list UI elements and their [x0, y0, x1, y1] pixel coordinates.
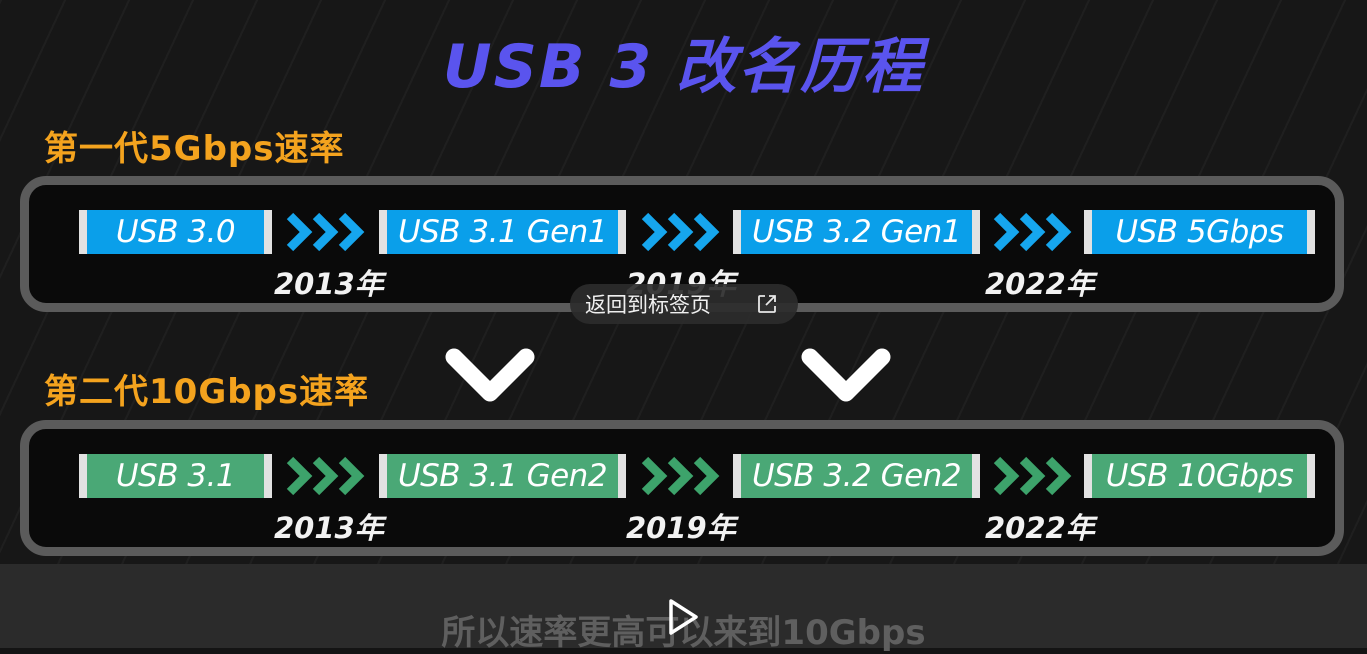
arrow-chevron-icon [1019, 456, 1046, 496]
gen2-panel: USB 3.1 USB 3.1 Gen2 USB 3.2 Gen2 USB 10… [20, 420, 1344, 556]
arrow-chevron-icon [1045, 456, 1072, 496]
arrow-chevron-icon [286, 456, 313, 496]
gen2-arrows-3-icon [993, 456, 1072, 496]
gen2-name-usb31gen2: USB 3.1 Gen2 [379, 454, 626, 498]
gen1-arrows-3-icon [993, 212, 1072, 252]
gen1-name-usb31gen1: USB 3.1 Gen1 [379, 210, 626, 254]
gen2-name-usb10gbps: USB 10Gbps [1084, 454, 1315, 498]
arrow-chevron-icon [993, 212, 1020, 252]
video-frame[interactable]: USB 3 改名历程 第一代5Gbps速率 USB 3.0 USB 3.1 Ge… [0, 0, 1367, 564]
arrow-chevron-icon [1019, 212, 1046, 252]
arrow-chevron-icon [338, 212, 365, 252]
slide-title: USB 3 改名历程 [442, 32, 925, 102]
arrow-chevron-icon [641, 456, 668, 496]
arrow-chevron-icon [286, 212, 313, 252]
open-external-icon [758, 295, 776, 313]
arrow-chevron-icon [693, 212, 720, 252]
gen2-heading: 第二代10Gbps速率 [44, 372, 370, 412]
player-control-bar: 所以速率更高可以来到10Gbps [0, 564, 1367, 653]
arrow-chevron-icon [693, 456, 720, 496]
arrow-chevron-icon [667, 212, 694, 252]
arrow-chevron-icon [1045, 212, 1072, 252]
back-to-tab-label: 返回到标签页 [585, 293, 711, 317]
gen2-arrows-2-icon [641, 456, 720, 496]
gen2-name-usb32gen2: USB 3.2 Gen2 [733, 454, 980, 498]
play-icon[interactable] [662, 596, 704, 638]
arrow-chevron-icon [667, 456, 694, 496]
back-to-tab-button[interactable]: 返回到标签页 [570, 284, 798, 324]
gen1-arrows-2-icon [641, 212, 720, 252]
gen2-arrows-1-icon [286, 456, 365, 496]
arrow-chevron-icon [338, 456, 365, 496]
gen2-name-usb31: USB 3.1 [79, 454, 272, 498]
gen1-panel: USB 3.0 USB 3.1 Gen1 USB 3.2 Gen1 USB 5G… [20, 176, 1344, 312]
gen1-name-usb5gbps: USB 5Gbps [1084, 210, 1315, 254]
arrow-chevron-icon [993, 456, 1020, 496]
gen1-year-1: 2013年 [274, 267, 384, 301]
gen1-year-3: 2022年 [985, 267, 1095, 301]
gen1-name-usb32gen1: USB 3.2 Gen1 [733, 210, 980, 254]
gen1-arrows-1-icon [286, 212, 365, 252]
gen1-name-usb30: USB 3.0 [79, 210, 272, 254]
gen1-heading: 第一代5Gbps速率 [44, 129, 345, 169]
subtitle-caption: 所以速率更高可以来到10Gbps [441, 613, 926, 653]
gen2-year-1: 2013年 [274, 511, 384, 545]
chevron-down-left-icon [445, 348, 535, 402]
arrow-chevron-icon [641, 212, 668, 252]
arrow-chevron-icon [312, 212, 339, 252]
chevron-down-right-icon [801, 348, 891, 402]
gen2-year-3: 2022年 [985, 511, 1095, 545]
gen2-year-2: 2019年 [626, 511, 736, 545]
arrow-chevron-icon [312, 456, 339, 496]
